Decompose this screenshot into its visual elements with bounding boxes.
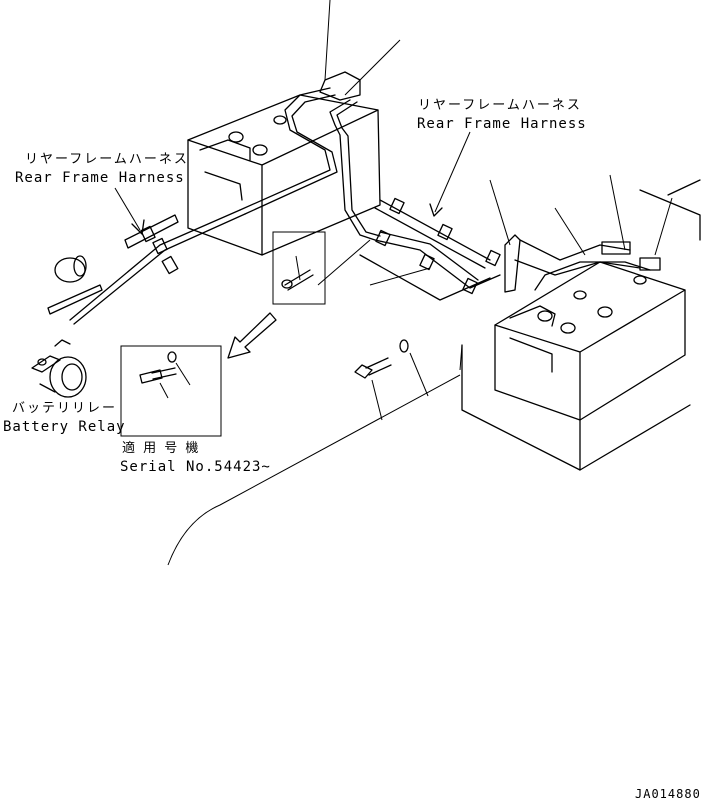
rear-frame-harness-label-right-en: Rear Frame Harness xyxy=(417,116,587,132)
detail-arrow xyxy=(227,312,277,359)
loose-bolt-washer xyxy=(354,339,429,421)
harness-clamps xyxy=(359,174,673,301)
rear-frame-harness-label-right-jp: リヤーフレームハーネス xyxy=(418,98,582,113)
left-battery xyxy=(187,94,381,256)
right-battery xyxy=(461,179,701,471)
left-harness-parts xyxy=(47,214,179,315)
battery-relay xyxy=(31,339,87,398)
boundary-curve xyxy=(167,344,463,566)
rear-frame-harness-label-left-jp: リヤーフレームハーネス xyxy=(25,152,189,167)
serial-number-label: Serial No.54423~ xyxy=(120,459,271,475)
rear-frame-harness-label-left-en: Rear Frame Harness xyxy=(15,170,185,186)
serial-label-jp: 適 用 号 機 xyxy=(122,441,201,456)
drawing-code: JA014880 xyxy=(635,787,701,801)
detail-box-bolt xyxy=(272,231,326,305)
leader-lines xyxy=(114,131,471,286)
battery-relay-label-en: Battery Relay xyxy=(3,419,126,435)
battery-cables xyxy=(69,0,401,325)
battery-relay-label-jp: バッテリリレー xyxy=(12,401,118,416)
detail-box-serial xyxy=(120,345,222,437)
